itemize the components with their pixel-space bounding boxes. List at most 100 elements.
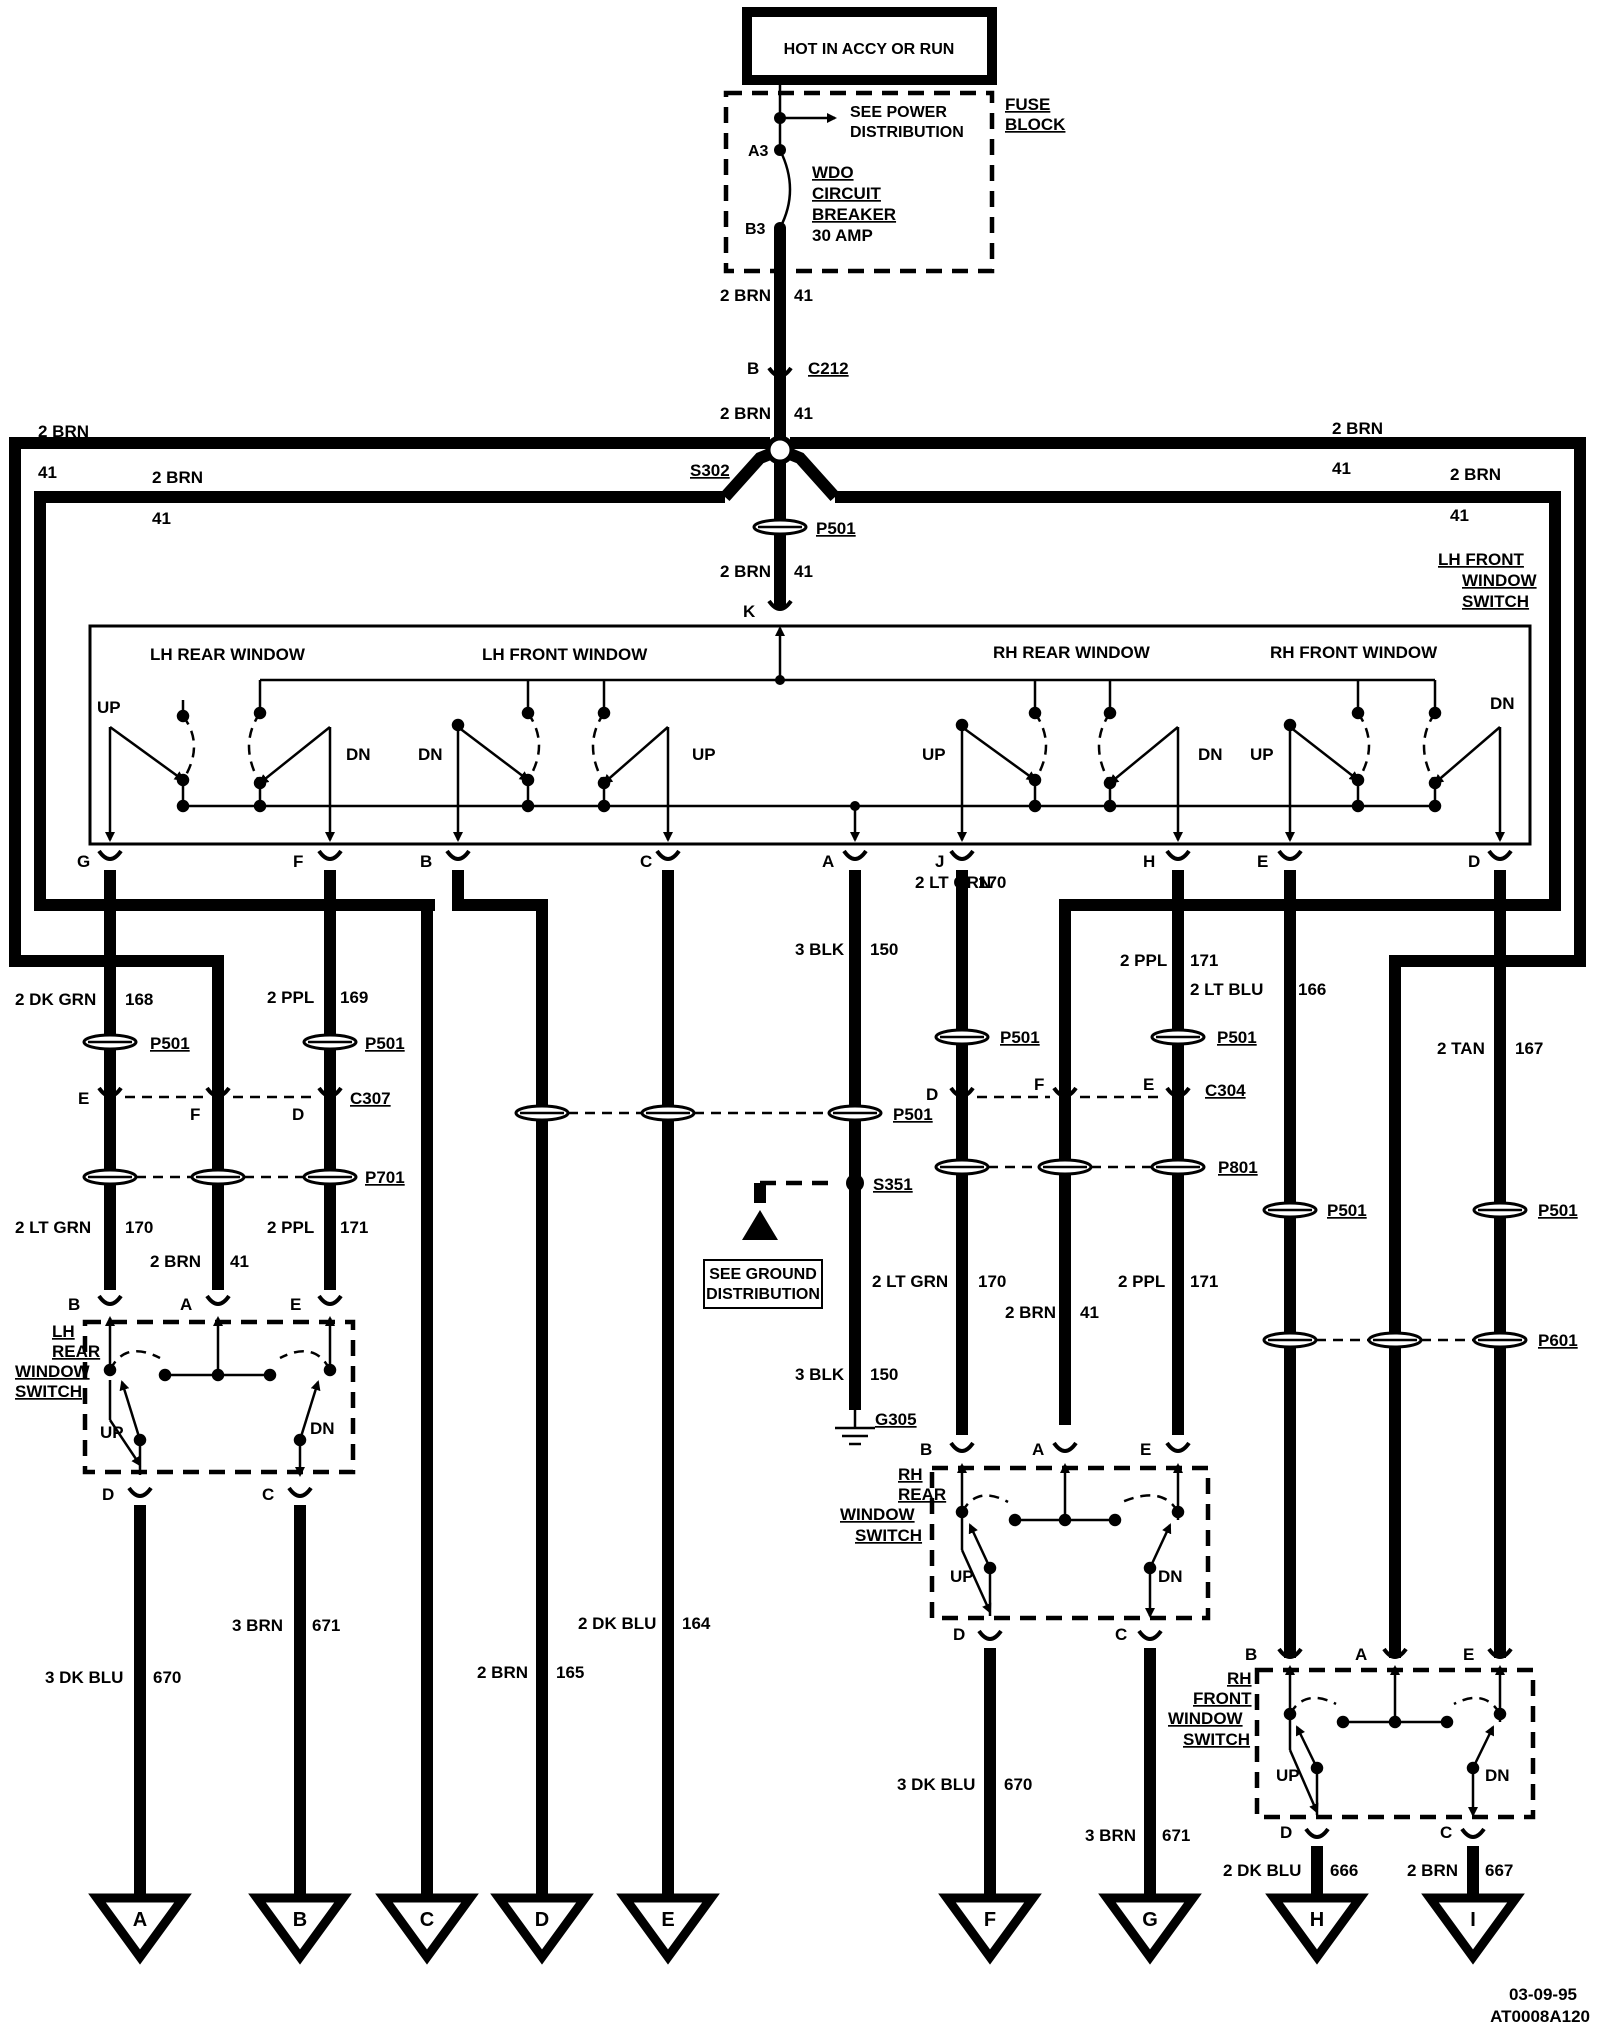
master-pins: G F B C A J H E D [77,849,1513,871]
lhr-pin-d: D [102,1485,114,1504]
rhf-dn: DN [1490,694,1515,713]
lhf-up: UP [692,745,716,764]
output-b-letter: B [293,1909,307,1931]
p701-label: P701 [365,1168,405,1187]
rhr-pin-b: B [920,1440,932,1459]
rhr-in2-color: 2 PPL [1118,1272,1165,1291]
circuit-g-color: 2 DK GRN [15,990,96,1009]
c304-pin-d: D [926,1085,938,1104]
s351-label: S351 [873,1175,913,1194]
output-g-letter: G [1142,1909,1158,1931]
lhf-dn: DN [418,745,443,764]
pin-h: H [1143,852,1155,871]
lhr-in0-color: 2 LT GRN [15,1218,91,1237]
power-source-label: HOT IN ACCY OR RUN [784,41,955,58]
pin-c: C [640,852,652,871]
breaker-label-3: BREAKER [812,205,896,224]
feed-wire1-color: 2 BRN [720,286,771,305]
out-b-color: 3 BRN [232,1616,283,1635]
output-a: A [88,1893,192,1965]
lhr-dn-label: DN [310,1419,335,1438]
master-switch-label-3: SWITCH [1462,592,1529,611]
pin-d: D [1468,852,1480,871]
see-ground-1: SEE GROUND [709,1266,817,1283]
rhr-in1-num: 41 [1080,1303,1099,1322]
circuit-ltblu-color: 2 LT BLU [1190,980,1263,999]
rhf-p501-a: P501 [1327,1201,1367,1220]
rhf-up-label: UP [1276,1766,1300,1785]
bus-right-inner-color: 2 BRN [1450,465,1501,484]
bus-right-inner-num: 41 [1450,506,1469,525]
s302-splice [765,435,795,465]
out-g-num: 671 [1162,1826,1190,1845]
lhr-in1-color: 2 BRN [150,1252,201,1271]
circuit-h-num: 171 [1190,951,1218,970]
lhr-label-3: WINDOW [15,1362,91,1381]
bus-left-outer-color: 2 BRN [38,422,89,441]
rhf-pin-e: E [1463,1645,1474,1664]
pin-k-label: K [743,602,756,621]
output-f-letter: F [984,1909,996,1931]
c212-connector: B C212 [747,359,849,378]
p601-label: P601 [1538,1331,1578,1350]
see-power-1: SEE POWER [850,104,947,121]
c304-label: C304 [1205,1081,1246,1100]
rhr-in0-num: 170 [978,1272,1006,1291]
lh-rear-window-switch: 2 LT GRN 170 2 BRN 41 2 PPL 171 B A E LH… [15,1218,368,1504]
section-lh-front: LH FRONT WINDOW [482,645,648,664]
output-b: B [248,1893,352,1965]
fuse-block-label-2: BLOCK [1005,115,1066,134]
output-i-letter: I [1470,1909,1476,1931]
lhr-label-1: LH [52,1322,75,1341]
output-i: I [1421,1893,1525,1965]
rhf-label-4: SWITCH [1183,1730,1250,1749]
out-a-color: 3 DK BLU [45,1668,123,1687]
rhr-up-label: UP [950,1567,974,1586]
output-f: F [938,1893,1042,1965]
out-i-num: 667 [1485,1861,1513,1880]
output-h-letter: H [1310,1909,1324,1931]
feed-wire2-color: 2 BRN [720,404,771,423]
c307-pin-d: D [292,1105,304,1124]
out-d-color: 2 BRN [477,1663,528,1682]
rhf-label-2: FRONT [1193,1689,1252,1708]
fuse-block-label-1: FUSE [1005,95,1050,114]
lhr-label-2: REAR [52,1342,100,1361]
output-terminals: A B C D E F G H [88,1893,1525,1965]
circuit-wires [104,870,1506,1855]
circuit-d-num: 167 [1515,1039,1543,1058]
fuse-block: FUSE BLOCK SEE POWER DISTRIBUTION A3 B3 … [723,85,1066,274]
output-a-letter: A [133,1909,147,1931]
pin-g: G [77,852,90,871]
section-lh-rear: LH REAR WINDOW [150,645,306,664]
circuit-g-num: 168 [125,990,153,1009]
out-h-num: 666 [1330,1861,1358,1880]
rhr-dn-label: DN [1158,1567,1183,1586]
output-c: C [375,1893,479,1965]
s302-label: S302 [690,461,730,480]
master-switch-label-2: WINDOW [1462,571,1538,590]
out-d-num: 165 [556,1663,584,1682]
see-ground-2: DISTRIBUTION [706,1286,820,1303]
s351-splice [846,1174,864,1192]
feed-wire3-color: 2 BRN [720,562,771,581]
lhr-in2-color: 2 PPL [267,1218,314,1237]
right-connectors: P501 P501 D F E C304 P801 2 LT GRN 170 2… [872,905,1258,1425]
rhr-in1-color: 2 BRN [1005,1303,1056,1322]
lhr-pin-a: A [180,1295,192,1314]
circuit-f-num: 169 [340,988,368,1007]
circuit-h-color: 2 PPL [1120,951,1167,970]
circuit-j-color: 2 LT GRN [915,873,991,892]
rhr-label-4: SWITCH [855,1526,922,1545]
gnd-wire-num: 150 [870,1365,898,1384]
master-switch-label-1: LH FRONT [1438,550,1525,569]
out-h-color: 2 DK BLU [1223,1861,1301,1880]
rhf-label-3: WINDOW [1168,1709,1244,1728]
rhf-pin-c: C [1440,1823,1452,1842]
feed-p501-connector [752,518,808,536]
output-e: E [616,1893,720,1965]
output-d: D [490,1893,594,1965]
out-e-num: 164 [682,1614,711,1633]
lhr-in2-num: 171 [340,1218,368,1237]
ground-circuit: S351 SEE GROUND DISTRIBUTION 3 BLK 150 G… [703,1174,917,1446]
